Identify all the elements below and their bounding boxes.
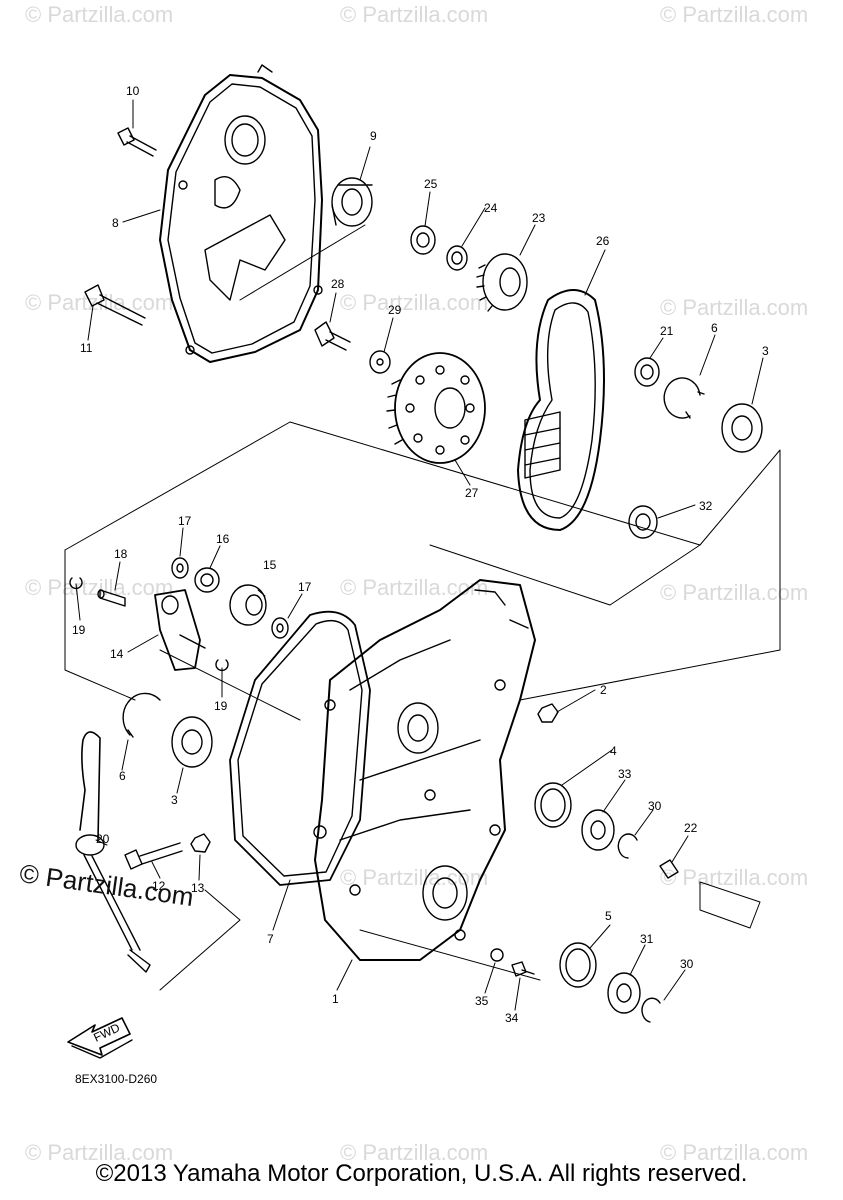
bearing-9 [331, 177, 373, 227]
bearing-33 [581, 809, 615, 851]
watermark: © Partzilla.com [660, 1140, 809, 1165]
callout-17-lower: 17 [298, 580, 312, 594]
sprocket-23 [476, 253, 528, 312]
nut-13 [190, 833, 211, 853]
washer-24 [446, 245, 468, 271]
callout-5: 5 [605, 909, 612, 923]
copyright-footer: ©2013 Yamaha Motor Corporation, U.S.A. A… [95, 1160, 748, 1187]
diagram-code: 8EX3100-D260 [75, 1072, 158, 1086]
roller-15 [229, 584, 267, 626]
callout-2: 2 [600, 683, 607, 697]
callout-31: 31 [640, 932, 654, 946]
circlip-6-upper [663, 377, 705, 419]
bolt-28 [314, 321, 351, 351]
collar-25 [410, 225, 436, 255]
callout-28: 28 [331, 277, 345, 291]
assembly-lines [64, 224, 781, 991]
callout-12: 12 [152, 879, 166, 893]
callout-20: 20 [96, 832, 110, 846]
callout-30-lower: 30 [680, 957, 694, 971]
callout-18: 18 [114, 547, 128, 561]
circlip-30-lower [641, 997, 661, 1023]
callout-19-upper: 19 [72, 623, 86, 637]
watermark: © Partzilla.com [660, 295, 809, 320]
gasket-7 [229, 610, 371, 886]
shaft-end [699, 881, 761, 929]
callout-26: 26 [596, 234, 610, 248]
leader-lines [75, 99, 764, 1011]
callout-21: 21 [660, 324, 674, 338]
bolt-11 [84, 284, 146, 326]
callout-22: 22 [684, 821, 698, 835]
callout-16: 16 [216, 532, 230, 546]
bearing-31 [607, 972, 641, 1014]
washer-35 [490, 948, 504, 962]
callout-30-upper: 30 [648, 799, 662, 813]
callout-23: 23 [532, 211, 546, 225]
watermark: © Partzilla.com [25, 2, 174, 27]
callout-19-lower: 19 [214, 699, 228, 713]
collar-32 [628, 505, 658, 539]
watermark: © Partzilla.com [340, 2, 489, 27]
watermark: © Partzilla.com [25, 575, 174, 600]
seal-4 [534, 782, 572, 828]
callout-13: 13 [191, 881, 205, 895]
callout-11: 11 [80, 341, 93, 355]
callout-4: 4 [610, 744, 617, 758]
chain-case-cover [159, 64, 323, 363]
watermark: © Partzilla.com [660, 580, 809, 605]
watermark: © Partzilla.com [25, 1140, 174, 1165]
drive-chain-26 [517, 289, 605, 531]
callout-3-lower: 3 [171, 793, 178, 807]
circlip-30-upper [617, 833, 638, 859]
dipstick-20 [75, 731, 151, 973]
circlip-6-lower [122, 692, 161, 738]
bolt-10 [117, 127, 157, 157]
callout-9: 9 [370, 129, 377, 143]
watermark: © Partzilla.com [660, 865, 809, 890]
dowel-22 [659, 859, 679, 879]
washer-17-lower [271, 617, 289, 639]
callout-24: 24 [484, 201, 498, 215]
nut-2 [537, 703, 559, 723]
fwd-label: FWD [91, 1020, 122, 1044]
callout-1: 1 [332, 992, 339, 1006]
callout-29: 29 [388, 303, 402, 317]
seal-5 [559, 942, 597, 988]
fwd-arrow-icon [67, 1017, 133, 1059]
callout-6-lower: 6 [119, 769, 126, 783]
callout-14: 14 [110, 647, 124, 661]
callout-15: 15 [263, 558, 277, 572]
callout-34: 34 [505, 1011, 519, 1025]
collar-21 [634, 357, 660, 387]
callout-3-upper: 3 [762, 344, 769, 358]
callout-25: 25 [424, 177, 438, 191]
needle-bearing-16 [194, 567, 220, 593]
callout-27: 27 [465, 486, 479, 500]
sprocket-27 [386, 352, 486, 464]
callout-7: 7 [267, 932, 274, 946]
watermark: © Partzilla.com [340, 1140, 489, 1165]
shaft-18 [97, 589, 126, 607]
watermark: © Partzilla.com [660, 2, 809, 27]
tensioner-arm-14 [154, 589, 206, 671]
callout-labels: 10 9 8 11 28 29 25 24 23 26 21 6 3 27 32… [72, 84, 769, 1045]
bearing-3-upper [721, 403, 763, 453]
callout-6-upper: 6 [711, 321, 718, 335]
callout-33: 33 [618, 767, 632, 781]
washer-17-upper [171, 557, 189, 579]
callout-17-upper: 17 [178, 514, 192, 528]
bolt-12 [124, 842, 183, 870]
callout-32: 32 [699, 499, 713, 513]
callout-8: 8 [112, 216, 119, 230]
bearing-3-lower [171, 716, 213, 768]
callout-35: 35 [475, 994, 489, 1008]
washer-29 [369, 350, 391, 374]
bolt-34 [511, 961, 535, 977]
chain-case-1 [313, 579, 536, 961]
callout-10: 10 [126, 84, 140, 98]
watermark: © Partzilla.com [340, 575, 489, 600]
watermark: © Partzilla.com [340, 290, 489, 315]
